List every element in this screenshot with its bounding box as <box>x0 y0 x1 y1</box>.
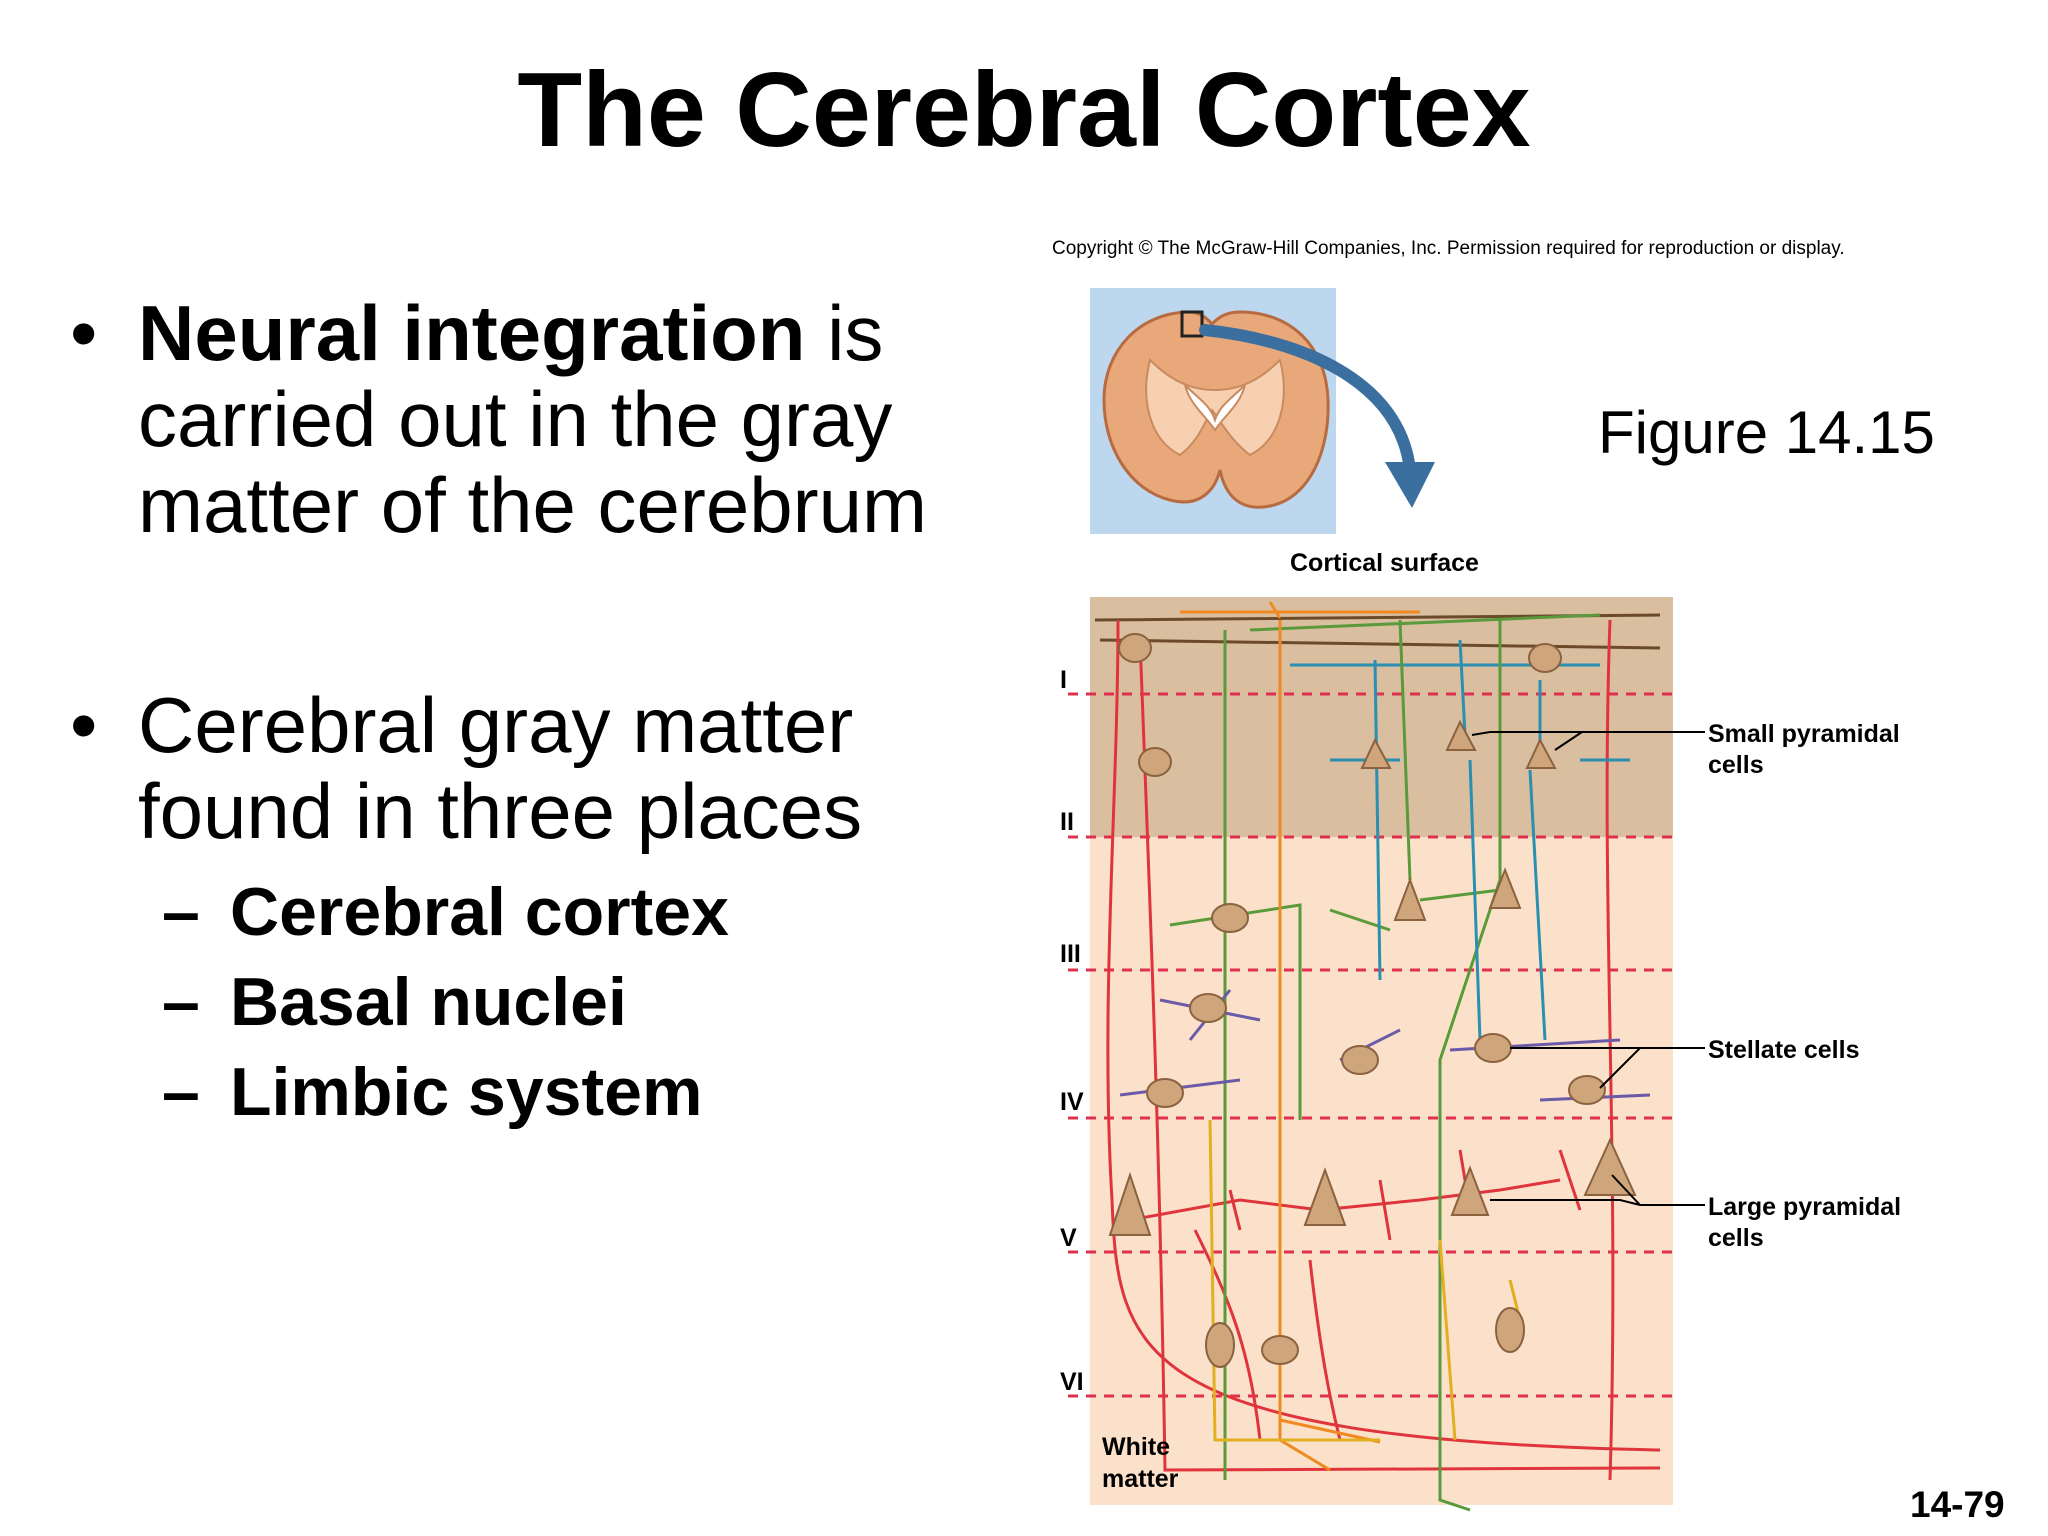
bullet-dot: • <box>70 289 98 377</box>
soma <box>1568 1075 1606 1105</box>
bullet-line1-rest: is <box>805 289 884 377</box>
arrow-head <box>1385 462 1435 508</box>
soma <box>1189 993 1227 1023</box>
large-pyramidal-label-2: cells <box>1708 1224 1764 1252</box>
soma <box>1360 737 1392 769</box>
small-pyramidal-label-2: cells <box>1708 751 1764 779</box>
neuron-somas <box>1108 633 1637 1368</box>
leader-small-pyramidal <box>1471 731 1705 736</box>
subitem-label: Limbic system <box>230 1054 703 1130</box>
subitem-basal-nuclei: –Basal nuclei <box>162 962 627 1042</box>
soma <box>1583 1137 1637 1196</box>
soma <box>1488 867 1522 909</box>
white-matter-label-2: matter <box>1102 1465 1179 1493</box>
soma <box>1138 747 1172 777</box>
green-dendrites <box>1169 619 1502 1512</box>
selection-box <box>1180 310 1204 338</box>
bullet-line2: carried out in the gray <box>138 375 893 463</box>
soma <box>1525 737 1557 769</box>
callout-leaders <box>1471 731 1705 1206</box>
red-axons <box>1106 619 1661 1481</box>
soma <box>1303 1167 1347 1226</box>
soma <box>1261 1335 1299 1365</box>
white-matter-label-1: White <box>1102 1433 1170 1461</box>
bullet-dot: • <box>70 681 98 769</box>
subitem-cerebral-cortex: –Cerebral cortex <box>162 872 729 952</box>
soma <box>1205 1322 1235 1368</box>
layer-label-iii: III <box>1060 940 1081 968</box>
leader-small-pyramidal-2 <box>1554 731 1583 751</box>
soma <box>1528 643 1562 673</box>
page-number: 14-79 <box>1910 1484 2005 1525</box>
callout-labels: Small pyramidal cells Stellate cells Lar… <box>1708 720 1901 1252</box>
copyright-notice: Copyright © The McGraw-Hill Companies, I… <box>1052 238 1845 259</box>
stellate-label: Stellate cells <box>1708 1036 1859 1064</box>
soma <box>1118 633 1152 663</box>
soma <box>1393 877 1427 921</box>
subitem-limbic-system: –Limbic system <box>162 1052 702 1132</box>
soma <box>1474 1033 1512 1063</box>
surface-fibers-orange <box>1180 601 1420 619</box>
subitem-label: Cerebral cortex <box>230 874 729 950</box>
soma <box>1495 1307 1525 1353</box>
arrow-shaft <box>1199 324 1416 476</box>
cortical-surface-label: Cortical surface <box>1290 549 1479 577</box>
layer-labels: I II III IV V VI <box>1060 666 1084 1396</box>
figure-label: Figure 14.15 <box>1598 399 1935 466</box>
soma <box>1341 1045 1379 1075</box>
brain-inset <box>1090 288 1435 534</box>
lower-layers-band <box>1090 837 1673 1505</box>
soma <box>1450 1165 1490 1216</box>
small-pyramidal-label-1: Small pyramidal <box>1708 720 1900 748</box>
bullet-text: Cerebral gray matter found in three plac… <box>138 682 862 854</box>
layer-label-iv: IV <box>1060 1088 1084 1116</box>
bullet-line1: Cerebral gray matter <box>138 681 854 769</box>
layer-label-ii: II <box>1060 808 1074 836</box>
dash: – <box>162 964 200 1040</box>
layer-dividers <box>1068 692 1673 1398</box>
red-dendrites <box>1129 1149 1582 1241</box>
bullet-text: Neural integration is carried out in the… <box>138 290 927 548</box>
soma <box>1445 719 1477 751</box>
dash: – <box>162 1054 200 1130</box>
leader-large-pyramidal-2 <box>1611 1174 1641 1206</box>
cortex-block <box>1068 597 1705 1512</box>
brain-ventricle <box>1183 381 1247 432</box>
brain-white-matter <box>1145 358 1285 457</box>
surface-fibers-green <box>1249 613 1601 632</box>
leader-stellate <box>1510 1047 1705 1089</box>
large-pyramidal-label-1: Large pyramidal <box>1708 1193 1901 1221</box>
dash: – <box>162 874 200 950</box>
layer-label-v: V <box>1060 1224 1077 1252</box>
soma <box>1211 903 1249 933</box>
layer-label-vi: VI <box>1060 1368 1084 1396</box>
soma <box>1146 1078 1184 1108</box>
molecular-band <box>1090 597 1673 837</box>
subitem-label: Basal nuclei <box>230 964 627 1040</box>
layer-label-i: I <box>1060 666 1067 694</box>
blue-dendrites <box>1330 639 1630 1041</box>
soma <box>1108 1171 1152 1236</box>
bullet-bold-term: Neural integration <box>138 289 806 377</box>
slide-title: The Cerebral Cortex <box>517 51 1531 169</box>
bullet-line2: found in three places <box>138 767 863 855</box>
bullet-line3: matter of the cerebrum <box>138 461 927 549</box>
leader-large-pyramidal <box>1490 1199 1705 1206</box>
